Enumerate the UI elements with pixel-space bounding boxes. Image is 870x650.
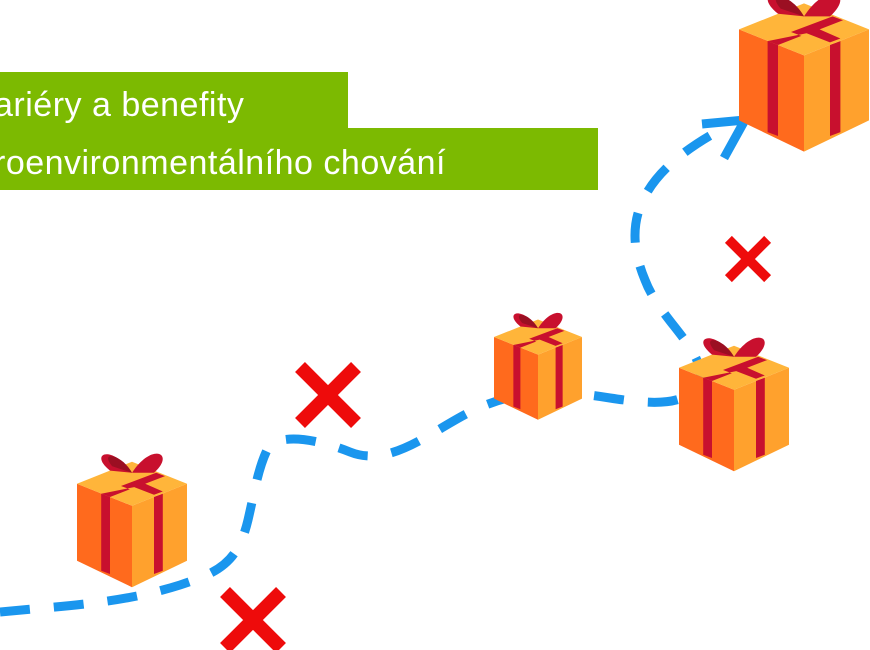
cross-mark-icon xyxy=(300,367,356,423)
cross-mark-icon xyxy=(728,239,767,278)
title-line-2: roenvironmentálního chování xyxy=(0,128,598,190)
title-line-1-text: ariéry a benefity xyxy=(0,86,245,124)
gift-icon xyxy=(679,337,789,472)
gift-icon xyxy=(494,312,582,420)
cross-mark-icon xyxy=(225,592,281,648)
gift-icon xyxy=(77,453,187,588)
gift-icon xyxy=(739,0,869,152)
title-line-1: ariéry a benefity xyxy=(0,72,348,128)
title-line-2-text: roenvironmentálního chování xyxy=(0,144,446,182)
dashed-path xyxy=(0,126,723,617)
